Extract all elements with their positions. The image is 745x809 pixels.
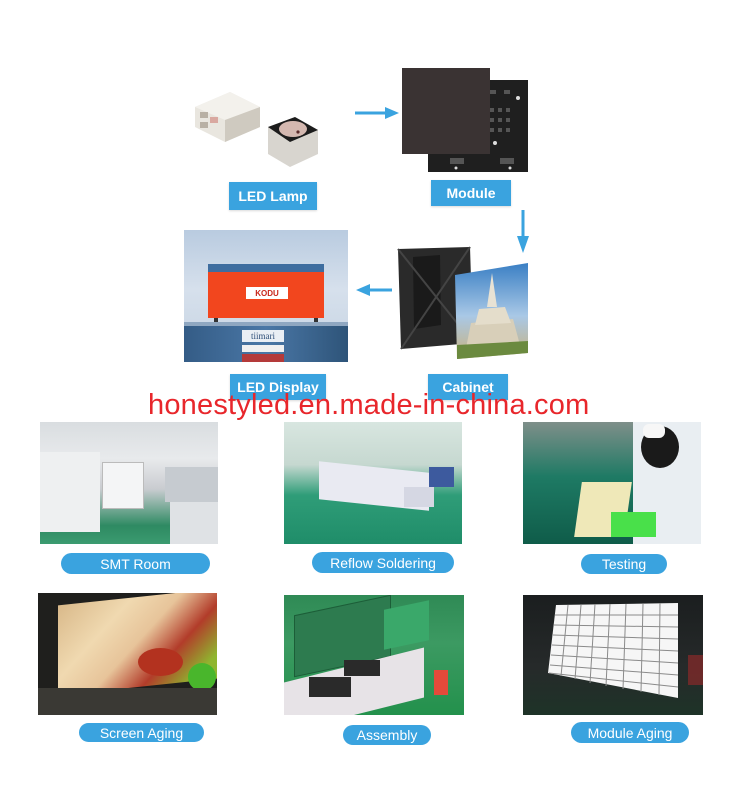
screen-aging-label: Screen Aging	[79, 723, 204, 742]
assembly-label: Assembly	[343, 725, 431, 745]
reflow-soldering-label: Reflow Soldering	[312, 552, 454, 573]
building-sign: tiimari	[242, 330, 284, 342]
screen-aging-photo	[38, 593, 217, 715]
led-lamp-label: LED Lamp	[229, 182, 317, 210]
billboard-logo: KODU	[246, 287, 288, 299]
arrow-down-icon	[517, 210, 529, 253]
module-label: Module	[431, 180, 511, 206]
module-aging-label: Module Aging	[571, 722, 689, 743]
led-display-label: LED Display	[230, 374, 326, 400]
smt-room-photo	[40, 422, 218, 544]
smt-room-label: SMT Room	[61, 553, 210, 574]
testing-photo	[523, 422, 701, 544]
reflow-soldering-photo	[284, 422, 462, 544]
module-photo	[400, 68, 530, 175]
module-aging-photo	[523, 595, 703, 715]
assembly-photo	[284, 595, 464, 715]
led-lamp-photo	[190, 72, 325, 172]
cabinet-photo	[395, 245, 530, 363]
watermark-url: honestyled.en.made-in-china.com	[148, 389, 590, 421]
arrow-left-icon	[356, 284, 392, 296]
cabinet-label: Cabinet	[428, 374, 508, 400]
testing-label: Testing	[581, 554, 667, 574]
led-display-photo: KODU tiimari	[184, 230, 348, 362]
arrow-right-icon	[355, 107, 399, 119]
